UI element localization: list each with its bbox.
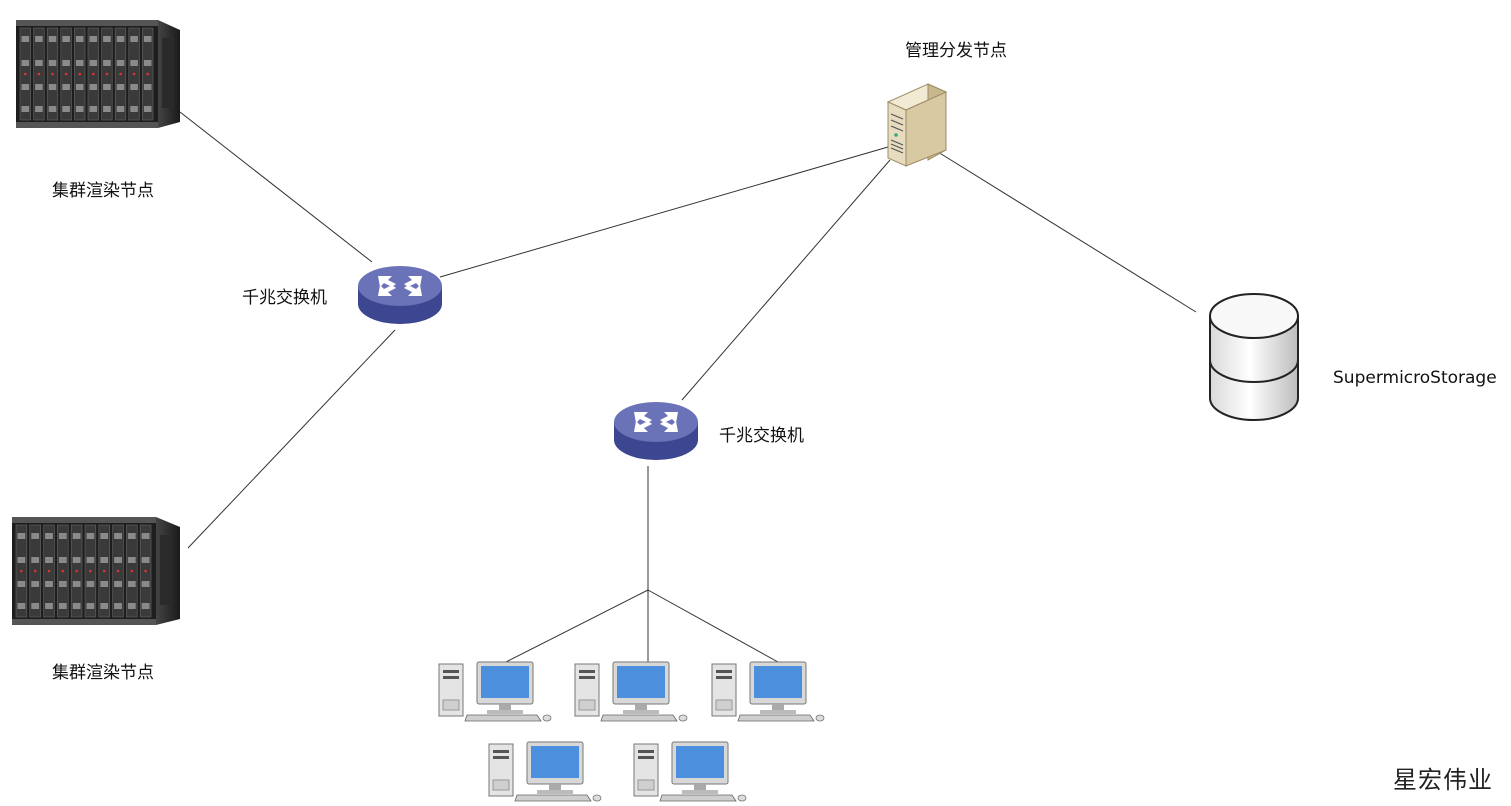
network-switch-icon (614, 402, 698, 460)
manager-node-label: 管理分发节点 (905, 41, 1007, 61)
link-manager-switch2 (681, 159, 891, 401)
workstation-icon (573, 660, 689, 726)
network-switch-icon (358, 266, 442, 324)
link-render-top-switch (179, 111, 373, 263)
blade-server-chassis-icon (16, 20, 180, 128)
workstation-icon (710, 660, 826, 726)
workstation-icon (632, 740, 748, 806)
link-manager-storage (937, 151, 1197, 313)
switch-label-main: 千兆交换机 (242, 288, 327, 308)
render-node-label-top: 集群渲染节点 (52, 181, 154, 201)
link-hub-pc1 (505, 589, 649, 663)
render-node-label-bottom: 集群渲染节点 (52, 663, 154, 683)
database-storage-icon (1209, 293, 1299, 421)
workstation-icon (487, 740, 603, 806)
tower-server-icon (886, 83, 948, 167)
switch-label-clients: 千兆交换机 (719, 426, 804, 446)
link-hub-pc3 (647, 589, 779, 663)
watermark: 星宏伟业 (1393, 766, 1493, 794)
link-switch-render-bottom (187, 329, 396, 549)
blade-server-chassis-icon (12, 517, 180, 625)
storage-label: SupermicroStorage (1333, 368, 1497, 388)
link-switch-manager (439, 146, 889, 278)
workstation-icon (437, 660, 553, 726)
